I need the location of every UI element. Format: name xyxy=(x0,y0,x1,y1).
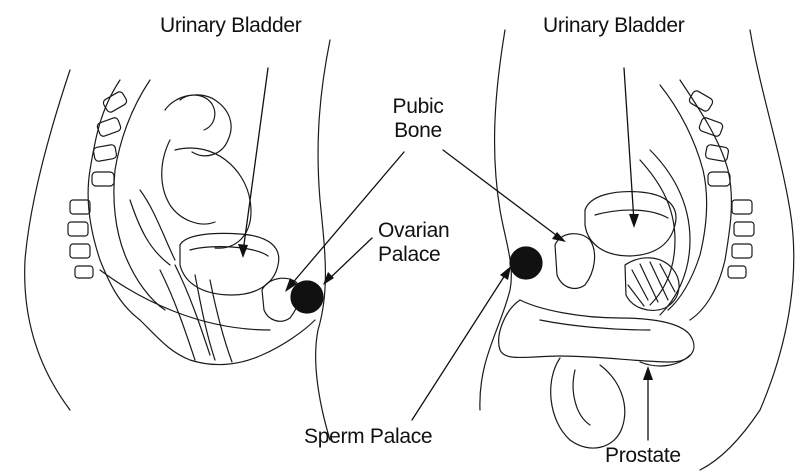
sperm-palace-marker xyxy=(510,247,542,279)
female-back-outline xyxy=(25,70,70,410)
male-urinary-bladder-label: Urinary Bladder xyxy=(543,14,684,38)
pubic-bone-label: Pubic Bone xyxy=(383,95,453,143)
male-spine xyxy=(660,80,754,320)
female-spine xyxy=(68,80,165,320)
pubic-bone-label-line1: Pubic xyxy=(383,95,453,119)
ovarian-palace-label: Ovarian Palace xyxy=(378,219,449,267)
male-bladder-shape xyxy=(585,192,676,256)
male-scrotum xyxy=(551,358,625,448)
male-back-outline xyxy=(700,30,794,470)
ovarian-palace-label-line1: Ovarian xyxy=(378,219,449,243)
female-uterus xyxy=(130,95,251,360)
male-pelvis-drawing xyxy=(480,30,794,470)
male-front-outline xyxy=(480,30,511,410)
male-pubic-bone xyxy=(555,234,595,289)
female-front-outline xyxy=(316,40,330,440)
ovarian-palace-marker xyxy=(291,281,323,313)
prostate-label: Prostate xyxy=(605,444,681,468)
pubic-bone-label-line2: Bone xyxy=(383,119,453,143)
ovarian-palace-label-line2: Palace xyxy=(378,243,449,267)
female-urinary-bladder-label: Urinary Bladder xyxy=(160,14,301,38)
female-pelvis-drawing xyxy=(25,40,330,440)
sperm-palace-label: Sperm Palace xyxy=(304,425,432,449)
female-bladder-shape xyxy=(180,233,279,295)
